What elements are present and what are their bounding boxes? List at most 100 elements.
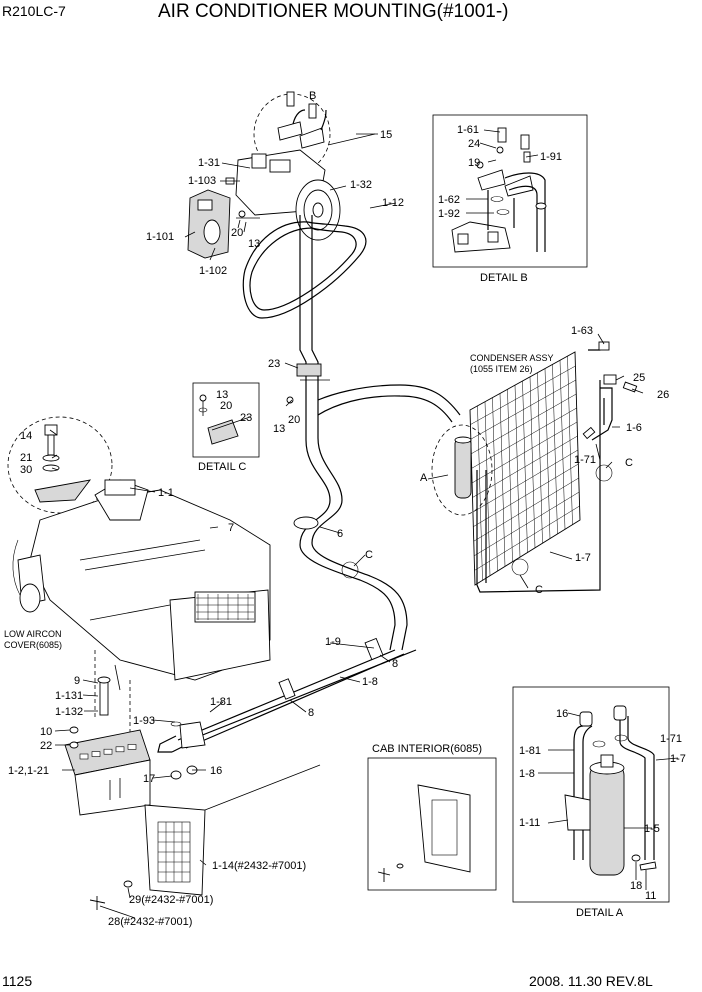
part-label: 1-71 <box>574 454 596 466</box>
part-label: 25 <box>633 372 645 384</box>
part-label: 9 <box>74 675 80 687</box>
part-label: 1-12 <box>382 197 404 209</box>
cab-interior-panel <box>367 757 497 891</box>
part-label: 16 <box>556 708 568 720</box>
part-label: 26 <box>657 389 669 401</box>
part-label: 1-91 <box>540 151 562 163</box>
control-panel <box>64 726 151 816</box>
part-label: 1-132 <box>55 706 83 718</box>
part-label: 24 <box>468 138 480 150</box>
part-label: 1-61 <box>457 124 479 136</box>
hatch-line <box>471 393 577 454</box>
cab-interior-caption: CAB INTERIOR(6085) <box>372 743 482 755</box>
part-label: 20 <box>288 414 300 426</box>
hvac-unit <box>7 416 271 780</box>
part-label: 13 <box>248 238 260 250</box>
part-label: 10 <box>40 726 52 738</box>
part-labels: B 15 1-31 1-103 1-32 1-12 1-101 20 13 1-… <box>8 90 686 928</box>
part-label: 17 <box>143 773 155 785</box>
part-label: 1-103 <box>188 175 216 187</box>
part-label: 8 <box>392 658 398 670</box>
part-label: 1-2,1-21 <box>8 765 49 777</box>
part-label: 1-8 <box>362 676 378 688</box>
part-label: C <box>625 457 633 469</box>
leader-lines <box>49 129 679 919</box>
part-label: 1-1 <box>158 487 174 499</box>
part-label: 1-8 <box>519 768 535 780</box>
part-label: 21 <box>20 452 32 464</box>
part-label: 1-31 <box>198 157 220 169</box>
hatch-line <box>472 449 579 513</box>
part-label: 14 <box>20 430 32 442</box>
part-label: 7 <box>228 522 234 534</box>
detail-b-panel <box>432 114 588 268</box>
part-label: 1-131 <box>55 690 83 702</box>
hatch-line <box>474 505 580 571</box>
part-label: 8 <box>308 707 314 719</box>
panel-button-shape <box>103 748 113 755</box>
hose-1-12 <box>242 221 367 319</box>
detail-b-caption: DETAIL B <box>480 272 528 284</box>
part-label: 19 <box>468 157 480 169</box>
low-aircon-caption: LOW AIRCON <box>4 629 62 639</box>
compressor-assembly <box>187 91 376 259</box>
part-label: 11 <box>645 890 656 902</box>
hatch-line <box>470 365 576 425</box>
part-label: 23 <box>268 358 280 370</box>
part-label: 29(#2432-#7001) <box>129 894 213 906</box>
hatch-line <box>471 407 577 469</box>
detail-a-caption: DETAIL A <box>576 907 624 919</box>
part-label: C <box>535 584 543 596</box>
vent-cover <box>89 764 321 910</box>
part-label: 1-93 <box>133 715 155 727</box>
panel-button-shape <box>115 746 125 753</box>
part-label: 23 <box>240 412 252 424</box>
page-number: 1125 <box>2 973 32 989</box>
detail-c-panel <box>192 382 260 458</box>
page-title: AIR CONDITIONER MOUNTING(#1001-) <box>158 1 508 22</box>
hatch-line <box>473 463 579 527</box>
part-label: 1-101 <box>146 231 174 243</box>
part-label: 1-7 <box>575 552 591 564</box>
part-label: 1-63 <box>571 325 593 337</box>
hatch-line <box>471 421 578 484</box>
refrigerant-lines <box>157 215 461 753</box>
part-label: 1-92 <box>438 208 460 220</box>
part-label: 18 <box>630 880 642 892</box>
part-label: 1-62 <box>438 194 460 206</box>
condenser-caption: CONDENSER ASSY <box>470 353 554 363</box>
part-label: 15 <box>380 129 392 141</box>
panel-button-shape <box>79 753 89 760</box>
part-label: 1-5 <box>644 823 660 835</box>
detail-c-caption: DETAIL C <box>198 461 246 473</box>
part-label: 1-6 <box>626 422 642 434</box>
part-label: 1-11 <box>519 817 540 829</box>
hatch-line <box>474 491 580 557</box>
panel-button-shape <box>127 744 137 750</box>
part-label: 1-7 <box>670 753 686 765</box>
part-label: B <box>309 90 316 102</box>
hatch-line <box>473 477 579 542</box>
part-label: 1-81 <box>210 696 232 708</box>
condenser-caption-ref: (1055 ITEM 26) <box>470 364 533 374</box>
part-label: C <box>365 549 373 561</box>
part-label: 28(#2432-#7001) <box>108 916 192 928</box>
part-label: 16 <box>210 765 222 777</box>
part-label: 13 <box>273 423 285 435</box>
part-label: 30 <box>20 464 32 476</box>
model-number: R210LC-7 <box>2 3 66 19</box>
part-label: 22 <box>40 740 52 752</box>
detail-a-panel <box>512 686 670 903</box>
low-aircon-caption-ref: COVER(6085) <box>4 640 62 650</box>
part-label: 1-9 <box>325 636 341 648</box>
date-revision: 2008. 11.30 REV.8L <box>529 973 653 989</box>
part-label: 1-71 <box>660 733 682 745</box>
hatch-line <box>470 379 576 440</box>
condenser-assembly <box>341 341 638 593</box>
part-label: 20 <box>220 400 232 412</box>
part-label: A <box>420 472 428 484</box>
part-label: 1-81 <box>519 745 541 757</box>
part-label: 13 <box>216 389 228 401</box>
part-label: 1-32 <box>350 179 372 191</box>
